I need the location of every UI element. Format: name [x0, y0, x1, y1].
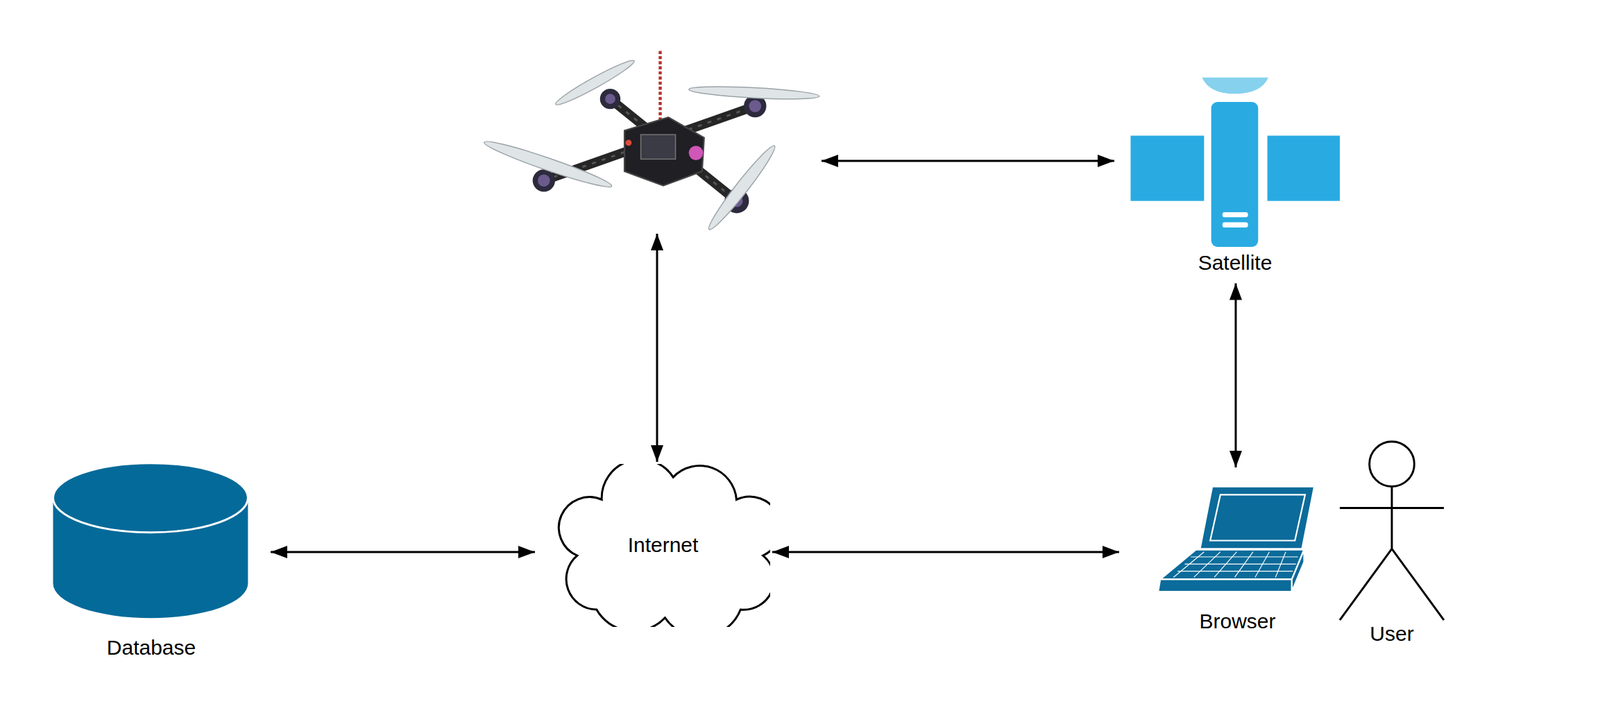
connector-arrow [772, 551, 1120, 554]
illustration-part [1130, 135, 1204, 202]
illustration-part [1391, 548, 1444, 621]
illustration-part [609, 99, 737, 202]
user-node: User [1331, 436, 1453, 647]
connector-arrow [656, 233, 659, 463]
illustration-part [1255, 552, 1270, 578]
illustration-part [1201, 77, 1269, 95]
illustration-part [1275, 552, 1286, 578]
illustration-part [1194, 552, 1221, 578]
illustration-part [1160, 550, 1304, 581]
laptop-icon [1158, 487, 1315, 592]
cloud-shape [558, 464, 771, 628]
illustration-part [482, 56, 820, 234]
connector-arrow [821, 160, 1115, 163]
illustration-part [1369, 441, 1415, 488]
satellite-node: Satellite [1122, 71, 1348, 276]
illustration-part [641, 134, 676, 159]
illustration-part [748, 99, 762, 113]
illustration-part [1291, 550, 1305, 592]
node-label: Satellite [1122, 251, 1348, 276]
illustration-part [609, 99, 737, 202]
node-label: Database [49, 636, 254, 661]
node-label: Internet [627, 533, 699, 558]
illustration-part [1214, 552, 1237, 578]
node-label: Browser [1153, 609, 1322, 635]
satellite-icon [1130, 77, 1340, 248]
illustration-part [482, 136, 614, 193]
illustration-part [552, 56, 637, 109]
illustration-part [605, 93, 616, 105]
illustration-part [52, 463, 248, 619]
node-label: User [1331, 622, 1453, 647]
illustration-part [1339, 548, 1392, 621]
user-stick-figure [1339, 441, 1444, 621]
illustration-part [1190, 556, 1298, 558]
illustration-part [1235, 552, 1254, 578]
illustration-part [1222, 222, 1249, 228]
drone-illustration [482, 51, 820, 234]
illustration-part [625, 139, 633, 146]
illustration-part [1391, 487, 1394, 550]
illustration-part [1211, 101, 1259, 248]
illustration-part [1173, 552, 1298, 578]
cloud-node: Internet [555, 464, 771, 628]
illustration-part [1184, 564, 1296, 565]
illustration-part [1173, 552, 1204, 578]
drone-node [474, 40, 820, 233]
connector-arrow [270, 551, 535, 554]
illustration-part [52, 463, 248, 533]
illustration-part [624, 117, 705, 186]
connector-arrow [1235, 283, 1238, 469]
browser-node: Browser [1153, 479, 1322, 635]
illustration-part [600, 88, 621, 109]
illustration-part [532, 169, 556, 192]
illustration-part [1177, 571, 1293, 572]
illustration-part [1222, 212, 1249, 218]
illustration-part [1339, 507, 1444, 510]
illustration-part [1158, 579, 1292, 592]
illustration-part [658, 51, 662, 121]
illustration-part [688, 84, 820, 102]
illustration-part [688, 145, 704, 161]
database-cylinder [52, 463, 248, 619]
illustration-part [1200, 487, 1315, 550]
illustration-part [1210, 494, 1306, 541]
illustration-part [704, 142, 780, 234]
illustration-part [1267, 135, 1340, 202]
database-node: Database [49, 457, 254, 661]
illustration-part [537, 174, 551, 187]
